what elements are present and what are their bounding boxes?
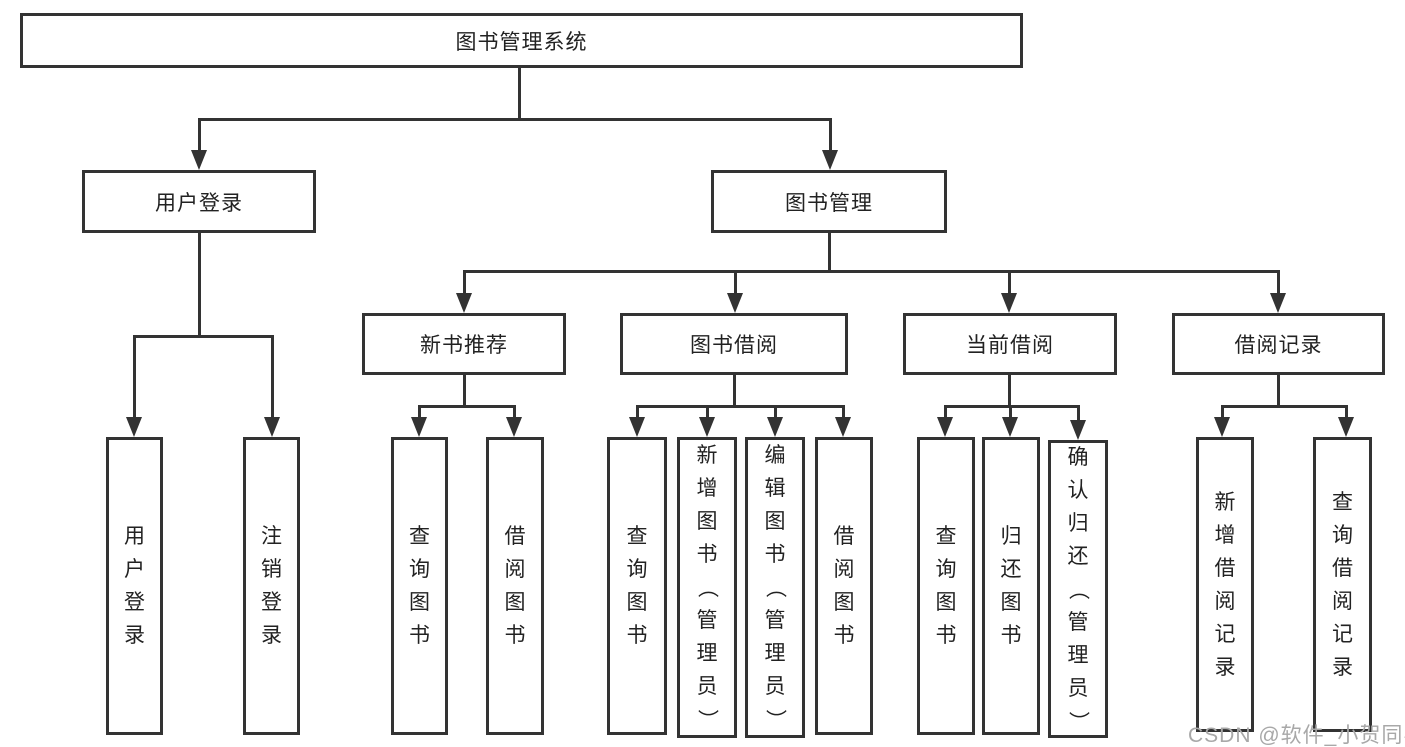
arrow-to-bb-query-books	[629, 405, 645, 437]
leaf-nbr-query-books: 查询图书	[391, 437, 448, 735]
arrow-to-leaf-logout	[264, 335, 280, 437]
node-current-borrowing: 当前借阅	[903, 313, 1117, 375]
node-book-borrowing: 图书借阅	[620, 313, 848, 375]
arrow-to-cb-query-books	[937, 405, 953, 437]
arrow-to-user-login	[191, 118, 207, 170]
connector-nbr-rail	[418, 405, 516, 408]
node-new-book-recommend: 新书推荐	[362, 313, 566, 375]
arrow-to-bb-edit-books	[767, 405, 783, 437]
arrow-to-book-management	[822, 118, 838, 170]
leaf-br-add-record: 新增借阅记录	[1196, 437, 1254, 732]
arrow-to-cb-return-books	[1002, 405, 1018, 437]
arrow-to-new-book-recommend	[456, 270, 472, 313]
connector-user-login-rail	[133, 335, 274, 338]
leaf-bb-add-books-admin: 新增图书（管理员）	[677, 437, 737, 738]
leaf-bb-edit-books-admin: 编辑图书（管理员）	[745, 437, 805, 738]
leaf-bb-borrow-books: 借阅图书	[815, 437, 873, 735]
leaf-br-query-record: 查询借阅记录	[1313, 437, 1372, 732]
connector-bb-stub	[733, 375, 736, 405]
node-borrowing-records: 借阅记录	[1172, 313, 1385, 375]
connector-book-mgmt-stub	[828, 233, 831, 270]
connector-br-stub	[1277, 375, 1280, 405]
leaf-user-login: 用户登录	[106, 437, 163, 735]
arrow-to-book-borrowing	[727, 270, 743, 313]
arrow-to-nbr-query-books	[411, 405, 427, 437]
arrow-to-br-query-record	[1338, 405, 1354, 437]
arrow-to-current-borrowing	[1001, 270, 1017, 313]
connector-level3-rail	[463, 270, 1280, 273]
leaf-logout: 注销登录	[243, 437, 300, 735]
leaf-bb-query-books: 查询图书	[607, 437, 667, 735]
node-book-management: 图书管理	[711, 170, 947, 233]
connector-nbr-stub	[463, 375, 466, 405]
leaf-cb-query-books: 查询图书	[917, 437, 975, 735]
arrow-to-bb-add-books	[699, 405, 715, 437]
connector-user-login-stub	[198, 233, 201, 335]
arrow-to-leaf-user-login	[126, 335, 142, 437]
arrow-to-bb-borrow-books	[835, 405, 851, 437]
leaf-nbr-borrow-books: 借阅图书	[486, 437, 544, 735]
arrow-to-cb-confirm-return	[1070, 405, 1086, 440]
arrow-to-borrowing-records	[1270, 270, 1286, 313]
leaf-cb-return-books: 归还图书	[982, 437, 1040, 735]
node-library-management-system: 图书管理系统	[20, 13, 1023, 68]
connector-br-rail	[1221, 405, 1348, 408]
connector-bb-rail	[636, 405, 845, 408]
csdn-watermark: CSDN @软件_小贺同学	[1188, 724, 1405, 747]
arrow-to-nbr-borrow-books	[506, 405, 522, 437]
connector-level2-rail	[198, 118, 832, 121]
connector-cb-stub	[1008, 375, 1011, 405]
arrow-to-br-add-record	[1214, 405, 1230, 437]
leaf-cb-confirm-return-admin: 确认归还（管理员）	[1048, 440, 1108, 738]
connector-root-stub	[518, 68, 521, 118]
node-user-login: 用户登录	[82, 170, 316, 233]
